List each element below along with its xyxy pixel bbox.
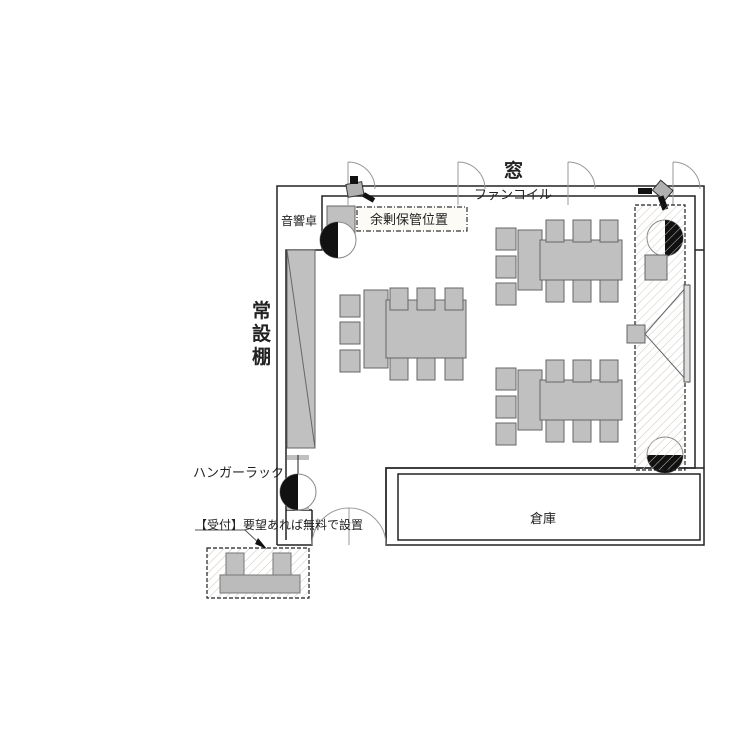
chair: [572, 219, 592, 243]
chair: [545, 279, 565, 303]
chair: [416, 357, 436, 381]
permanent-shelf-label: 常設棚: [252, 300, 272, 368]
table: [517, 229, 543, 291]
chair: [599, 359, 619, 383]
chair: [495, 395, 517, 419]
reception-area: [195, 529, 310, 599]
chair: [572, 419, 592, 443]
chair: [416, 287, 436, 311]
sound-desk-label: 音響卓: [281, 214, 318, 228]
chair: [495, 227, 517, 251]
fan-coil-label: ファンコイル: [474, 188, 553, 203]
chair: [339, 349, 361, 373]
window-swings: [311, 161, 701, 546]
window-label: 窓: [504, 160, 524, 182]
chair: [339, 294, 361, 318]
reception-label: 【受付】要望あれば無料で設置: [195, 518, 364, 532]
surplus-storage-label: 余剰保管位置: [370, 213, 449, 228]
table: [517, 369, 543, 431]
hanger-rack-label: ハンガーラック: [193, 466, 285, 481]
surplus-storage-area: [356, 206, 468, 232]
table: [539, 379, 623, 421]
chair: [495, 282, 517, 306]
walls: [276, 185, 705, 546]
chair: [599, 419, 619, 443]
chair: [444, 357, 464, 381]
chair: [389, 287, 409, 311]
chair: [599, 219, 619, 243]
chair: [545, 359, 565, 383]
table: [539, 239, 623, 281]
chair: [495, 367, 517, 391]
chair: [389, 357, 409, 381]
chair: [599, 279, 619, 303]
chair: [545, 419, 565, 443]
storeroom-label: 倉庫: [530, 512, 557, 527]
chair: [495, 255, 517, 279]
stage-area: [626, 204, 691, 471]
table: [363, 289, 389, 369]
table-groups: [339, 219, 623, 446]
chair: [545, 219, 565, 243]
chair: [444, 287, 464, 311]
chair: [572, 359, 592, 383]
chair: [495, 422, 517, 446]
chair: [572, 279, 592, 303]
permanent-shelf: [286, 249, 316, 449]
chair: [339, 321, 361, 345]
